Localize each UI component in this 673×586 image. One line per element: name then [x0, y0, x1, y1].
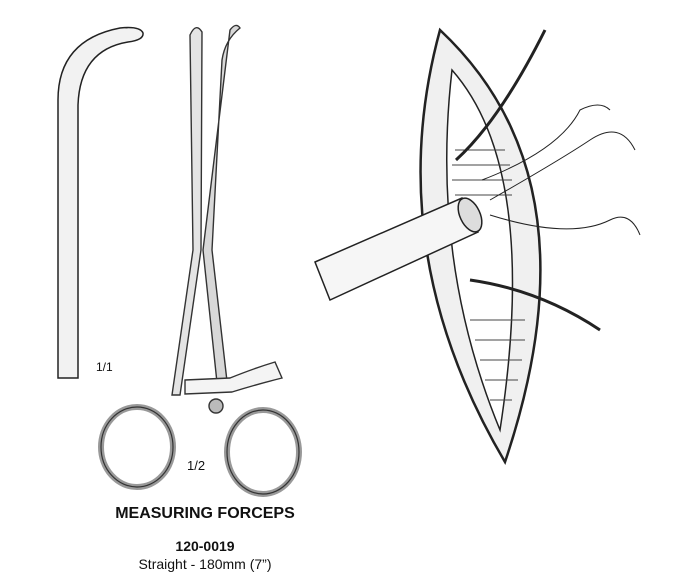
product-description: Straight - 180mm (7”)	[138, 556, 272, 572]
scale-label-full: 1/1	[96, 360, 113, 374]
measuring-scale	[184, 361, 283, 395]
product-title: MEASURING FORCEPS	[115, 505, 295, 522]
forceps-tip-profile	[57, 26, 144, 379]
surgical-procedure-illustration	[314, 27, 641, 465]
product-code: 120-0019	[175, 538, 235, 554]
measuring-forceps-drawing	[98, 24, 302, 497]
scale-label-half: 1/2	[187, 458, 206, 473]
